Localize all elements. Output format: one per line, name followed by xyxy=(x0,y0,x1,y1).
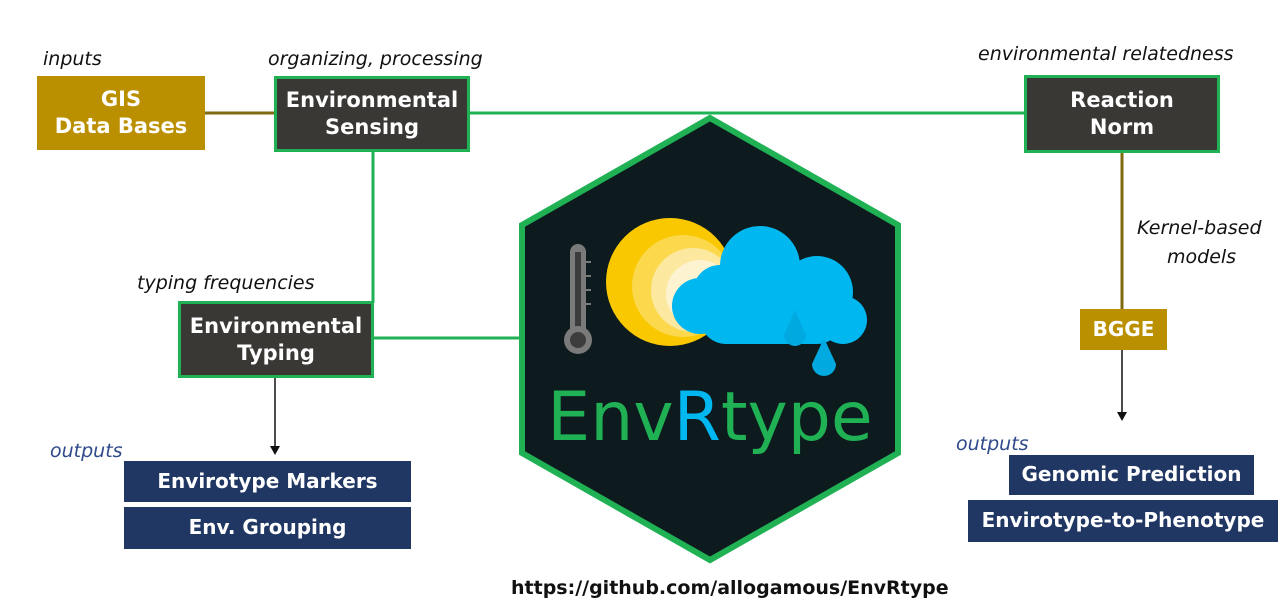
arrowhead-left xyxy=(270,446,280,455)
label-kernel-based: Kernel-based xyxy=(1137,217,1262,239)
gis-databases-box: GIS Data Bases xyxy=(37,76,205,150)
reaction-line2: Norm xyxy=(1089,115,1155,139)
envirotype-markers-box: Envirotype Markers xyxy=(124,461,411,502)
sensing-line1: Environmental xyxy=(285,88,459,113)
sensing-line2: Sensing xyxy=(325,115,419,139)
typing-line1: Environmental xyxy=(189,313,363,338)
label-inputs: inputs xyxy=(43,48,102,70)
bgge-box: BGGE xyxy=(1080,309,1167,350)
typing-line2: Typing xyxy=(237,340,315,365)
gis-line1: GIS xyxy=(100,87,142,112)
arrowhead-right xyxy=(1117,412,1127,421)
logo-wordmark: EnvRtype xyxy=(547,378,872,457)
logo-text-env: Env xyxy=(547,378,673,457)
label-typing-frequencies: typing frequencies xyxy=(137,272,315,294)
environmental-typing-box: Environmental Typing xyxy=(178,301,374,378)
gis-line2: Data Bases xyxy=(54,114,188,138)
label-outputs-right: outputs xyxy=(956,433,1029,455)
envirotype-to-phenotype-box: Envirotype-to-Phenotype xyxy=(968,500,1278,542)
thermometer-icon xyxy=(564,244,592,354)
env-grouping-box: Env. Grouping xyxy=(124,507,411,549)
logo-text-type: type xyxy=(721,378,873,457)
logo-text-r: R xyxy=(674,378,721,457)
logo-hexagon xyxy=(519,114,901,564)
label-environmental-relatedness: environmental relatedness xyxy=(978,43,1234,65)
label-outputs-left: outputs xyxy=(50,440,123,462)
genomic-prediction-box: Genomic Prediction xyxy=(1009,455,1254,495)
environmental-sensing-box: Environmental Sensing xyxy=(274,76,470,152)
cloud-icon xyxy=(672,226,867,344)
raindrop-icon xyxy=(812,338,836,376)
raindrop-icon xyxy=(784,310,806,346)
reaction-norm-box: Reaction Norm xyxy=(1024,75,1220,153)
label-models: models xyxy=(1167,246,1237,268)
reaction-line1: Reaction xyxy=(1070,88,1174,113)
label-organizing-processing: organizing, processing xyxy=(268,48,483,70)
github-url-link[interactable]: https://github.com/allogamous/EnvRtype xyxy=(511,577,949,599)
